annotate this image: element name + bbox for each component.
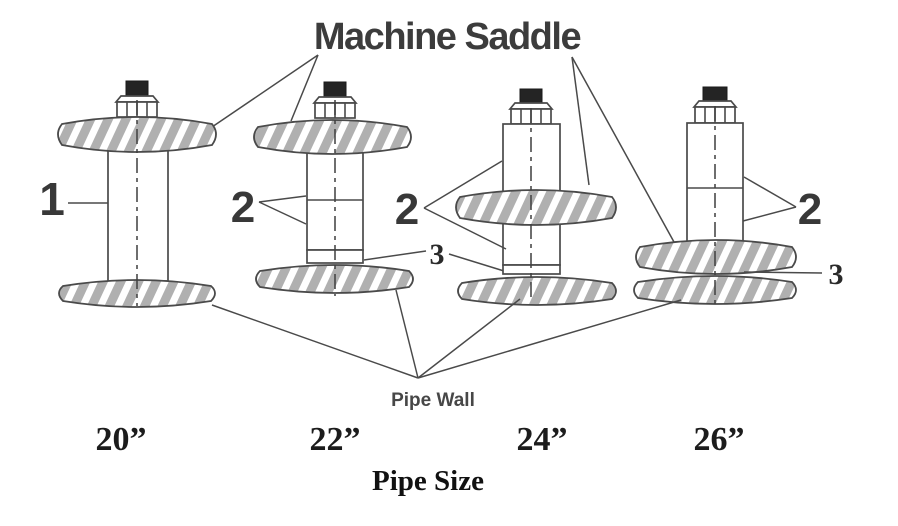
bolt-head [125,80,149,98]
leader-line [423,160,503,209]
leader-line [258,201,307,225]
part-label-2: 2 [231,183,255,232]
assembly-20in [57,80,217,308]
leader-line [417,298,521,379]
nut-flange [114,95,160,103]
part-label-2: 2 [395,185,419,234]
nut [692,100,738,124]
leader-line [743,176,797,208]
diagram-title: Machine Saddle [314,16,581,58]
pipe-wall-segment [457,276,617,306]
part-label-2: 2 [798,185,822,234]
nut-flange [692,100,738,108]
bolt-head [323,81,347,98]
title-leader-lines [211,54,675,243]
saddle-segment [253,119,412,155]
leader-line [743,271,823,274]
pipe-size-22: 22” [310,421,361,458]
cylinder-body [107,139,169,282]
part-label-3: 3 [430,238,445,271]
pipe-size-24: 24” [517,421,568,458]
leader-line [571,56,590,186]
pipe-wall-segment [58,279,216,308]
pipe-size-labels: 20” 22” 24” 26” [96,421,745,458]
nut-flange [508,102,554,110]
leader-line [448,253,505,272]
pipe-size-20: 20” [96,421,147,458]
leader-line [363,250,427,261]
leader-line [258,195,307,203]
saddle-segment [635,239,797,275]
assembly-22in [253,81,414,296]
bolt-head [519,88,543,105]
part-label-1: 1 [39,173,65,225]
part-label-3: 3 [829,258,844,291]
pipe-wall-label: Pipe Wall [391,390,475,411]
assembly-26in [633,86,797,306]
leader-line [211,54,319,128]
leader-line [571,56,675,243]
leader-line [423,207,507,250]
leader-line [395,289,419,379]
saddle-segment [455,189,617,226]
leader-line [211,304,419,379]
pipe-wall-leader-lines [211,289,682,379]
leader-line [290,54,319,122]
leader-line [742,206,797,222]
assembly-24in [455,88,617,306]
leader-line [417,299,682,379]
pipe-size-26: 26” [694,421,745,458]
axis-title: Pipe Size [372,465,484,497]
